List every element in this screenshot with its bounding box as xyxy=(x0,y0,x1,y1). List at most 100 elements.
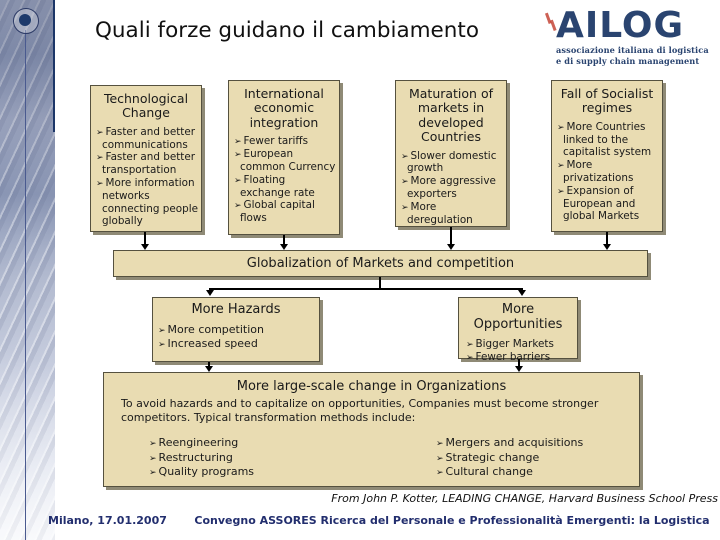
bullet-item: ➢Bigger Markets xyxy=(466,338,574,351)
force-box-economic-integration: International economic integration ➢Fewe… xyxy=(228,80,340,235)
bullet-item: ➢Restructuring xyxy=(149,451,254,466)
bullet-item: ➢Faster and better communications xyxy=(96,126,198,152)
arrow-down-icon xyxy=(515,366,523,372)
force-box-bullets: ➢Slower domestic growth ➢More aggressive… xyxy=(396,148,506,227)
arrow-down-connector xyxy=(208,362,210,367)
arrowhead-bullet-icon: ➢ xyxy=(436,439,444,449)
bullet-text: Increased speed xyxy=(167,336,258,350)
bullet-item: ➢More deregulation xyxy=(401,201,503,227)
branch-stub-connector xyxy=(379,277,381,290)
bullet-item: ➢Slower domestic growth xyxy=(401,150,503,176)
force-box-title: Technological Change xyxy=(103,91,189,121)
bullet-text: Faster and better transportation xyxy=(102,151,196,177)
arrowhead-bullet-icon: ➢ xyxy=(401,177,409,188)
bullet-text: Reengineering xyxy=(158,436,239,449)
change-methods-left-list: ➢Reengineering ➢Restructuring ➢Quality p… xyxy=(149,436,254,480)
arrowhead-bullet-icon: ➢ xyxy=(234,137,242,148)
bullet-text: More privatizations xyxy=(563,159,634,185)
force-box-bullets: ➢Faster and better communications ➢Faste… xyxy=(91,124,201,228)
bullet-text: More competition xyxy=(167,322,264,336)
bullet-item: ➢Quality programs xyxy=(149,465,254,480)
opportunities-box: More Opportunities ➢Bigger Markets ➢Fewe… xyxy=(458,297,578,363)
bullet-item: ➢More aggressive exporters xyxy=(401,175,503,201)
arrowhead-bullet-icon: ➢ xyxy=(557,186,565,197)
bullet-text: Slower domestic growth xyxy=(407,149,497,175)
globalization-bar-label: Globalization of Markets and competition xyxy=(246,256,515,271)
source-citation: From John P. Kotter, LEADING CHANGE, Har… xyxy=(331,492,718,505)
photo-strip xyxy=(0,0,55,540)
bullet-item: ➢Cultural change xyxy=(436,465,583,480)
footer-date: Milano, 17.01.2007 xyxy=(48,514,167,527)
arrowhead-bullet-icon: ➢ xyxy=(96,179,104,190)
arrowhead-bullet-icon: ➢ xyxy=(466,339,474,350)
arrow-down-icon xyxy=(205,366,213,372)
bullet-item: ➢Global capital flows xyxy=(234,199,336,225)
hazards-bullets: ➢More competition ➢Increased speed xyxy=(153,321,319,351)
bullet-text: More Countries linked to the capitalist … xyxy=(563,120,652,159)
arrow-down-icon xyxy=(206,290,214,296)
bullet-item: ➢Strategic change xyxy=(436,451,583,466)
bullet-text: Fewer tariffs xyxy=(243,135,308,148)
bullet-item: ➢More privatizations xyxy=(557,159,659,185)
arrowhead-bullet-icon: ➢ xyxy=(158,325,166,336)
change-box-paragraph: To avoid hazards and to capitalize on op… xyxy=(121,397,599,424)
arrowhead-bullet-icon: ➢ xyxy=(436,468,444,479)
bullet-text: Expansion of European and global Markets xyxy=(563,184,640,223)
bullet-text: Fewer barriers xyxy=(475,350,551,363)
force-box-title: Fall of Socialist regimes xyxy=(560,86,654,116)
bullet-item: ➢European common Currency xyxy=(234,148,336,174)
bullet-item: ➢Fewer tariffs xyxy=(234,135,336,148)
strip-vertical-line xyxy=(25,30,26,540)
ailog-logo: AILOG associazione italiana di logistica… xyxy=(545,5,714,67)
force-box-bullets: ➢Fewer tariffs ➢European common Currency… xyxy=(229,133,339,225)
change-box-title: More large-scale change in Organizations xyxy=(236,379,507,394)
bullet-text: Floating exchange rate xyxy=(240,173,315,199)
bullet-item: ➢Fewer barriers xyxy=(466,351,574,364)
arrow-down-icon xyxy=(518,290,526,296)
logo-wordmark: AILOG xyxy=(556,5,685,46)
arrowhead-bullet-icon: ➢ xyxy=(234,201,242,212)
hazards-title: More Hazards xyxy=(191,302,281,317)
globalization-bar: Globalization of Markets and competition xyxy=(113,250,648,277)
large-scale-change-box: More large-scale change in Organizations… xyxy=(103,372,640,487)
bullet-text: Faster and better communications xyxy=(102,125,196,151)
arrowhead-bullet-icon: ➢ xyxy=(234,175,242,186)
bullet-item: ➢Floating exchange rate xyxy=(234,174,336,200)
arrowhead-bullet-icon: ➢ xyxy=(149,439,157,449)
arrowhead-bullet-icon: ➢ xyxy=(557,122,565,133)
arrowhead-bullet-icon: ➢ xyxy=(96,153,104,164)
opportunities-bullets: ➢Bigger Markets ➢Fewer barriers xyxy=(459,336,577,364)
arrowhead-bullet-icon: ➢ xyxy=(158,339,166,350)
force-box-technological-change: Technological Change ➢Faster and better … xyxy=(90,85,202,232)
arrow-down-connector xyxy=(450,227,452,244)
strip-edge-line xyxy=(53,0,55,132)
arrow-down-connector xyxy=(144,232,146,244)
bullet-item: ➢Increased speed xyxy=(158,337,316,351)
bullet-text: Strategic change xyxy=(445,450,540,464)
arrowhead-bullet-icon: ➢ xyxy=(96,127,104,138)
arrow-down-icon xyxy=(603,244,611,250)
arrow-down-icon xyxy=(447,244,455,250)
force-box-fall-of-socialist-regimes: Fall of Socialist regimes ➢More Countrie… xyxy=(551,80,663,232)
arrow-down-connector xyxy=(518,359,520,367)
arrowhead-bullet-icon: ➢ xyxy=(149,453,157,464)
page-title: Quali forze guidano il cambiamento xyxy=(95,18,479,43)
arrowhead-bullet-icon: ➢ xyxy=(401,202,409,213)
bullet-text: Mergers and acquisitions xyxy=(445,436,584,449)
force-box-title: International economic integration xyxy=(244,86,324,130)
force-box-bullets: ➢More Countries linked to the capitalist… xyxy=(552,119,662,223)
bullet-item: ➢Mergers and acquisitions xyxy=(436,436,583,451)
bullet-item: ➢Reengineering xyxy=(149,436,254,451)
force-box-title: Maturation of markets in developed Count… xyxy=(408,86,494,145)
footer-event-title: Convegno ASSORES Ricerca del Personale e… xyxy=(194,514,710,527)
force-box-market-maturation: Maturation of markets in developed Count… xyxy=(395,80,507,227)
bullseye-dot-icon xyxy=(19,14,31,26)
bullet-text: Cultural change xyxy=(445,465,533,479)
arrowhead-bullet-icon: ➢ xyxy=(466,352,474,363)
bullet-item: ➢More Countries linked to the capitalist… xyxy=(557,121,659,159)
hazards-box: More Hazards ➢More competition ➢Increase… xyxy=(152,297,320,362)
bullet-text: More information networks connecting peo… xyxy=(102,177,199,228)
branch-horizontal-connector xyxy=(209,288,523,290)
bullet-text: Global capital flows xyxy=(240,199,315,225)
